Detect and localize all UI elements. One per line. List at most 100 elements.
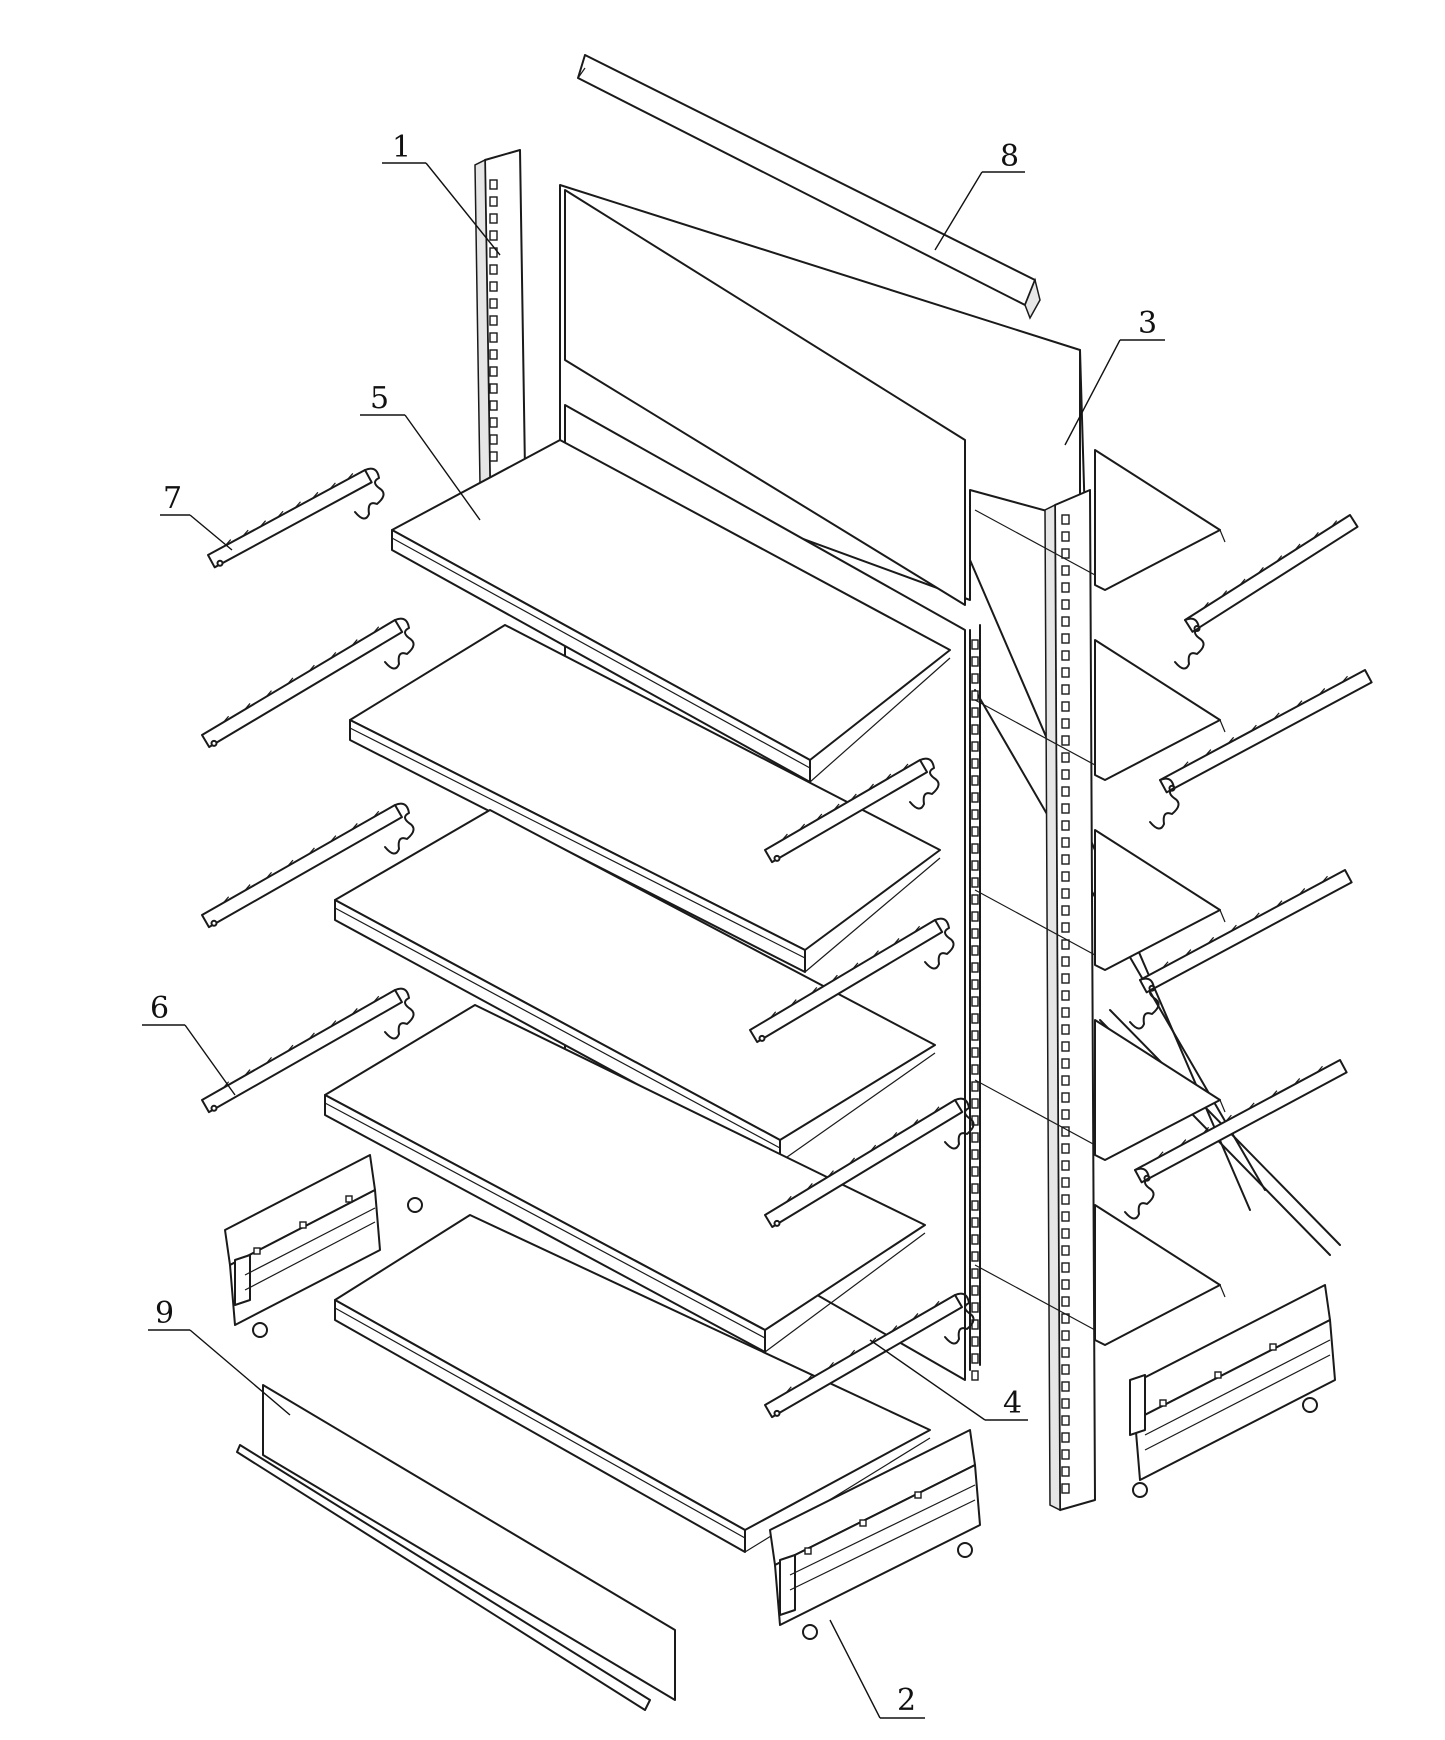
bracket-tooth (1293, 1078, 1301, 1085)
rear-shelf-edge (1219, 1284, 1226, 1298)
bracket-tooth (351, 639, 358, 646)
upright-slot (971, 962, 979, 973)
upright-slot (1061, 1279, 1070, 1290)
shelf-edge (334, 1307, 746, 1539)
right-upright (1044, 489, 1096, 1512)
rear-shelf (1094, 449, 1221, 591)
bracket-hole (216, 559, 224, 567)
upright-slot (1061, 1058, 1070, 1069)
bracket-hook (384, 802, 415, 855)
upright-slot (1061, 1160, 1070, 1171)
upright-slot (1061, 565, 1070, 576)
upright-slot (1061, 1415, 1070, 1426)
rear-shelf (1094, 1019, 1221, 1161)
upright-slot (1061, 1007, 1070, 1018)
bracket-tooth (1182, 761, 1189, 769)
rear-shelf-edge (1219, 909, 1226, 923)
bracket-tooth (1250, 724, 1257, 732)
bracket-tooth (1157, 1151, 1164, 1159)
bracket-hook (1149, 777, 1180, 830)
bracket-tooth (806, 1374, 813, 1381)
bracket-tooth (312, 491, 319, 499)
upright-slot (1061, 888, 1070, 899)
upright-slot (489, 281, 498, 292)
upright-slot (1061, 1041, 1070, 1052)
upright-slot (1061, 1262, 1070, 1273)
bracket-tooth (1316, 1065, 1323, 1073)
base-foot-left (224, 1154, 423, 1338)
bracket-hook (1129, 977, 1160, 1030)
bracket-tooth (1253, 912, 1260, 920)
bracket-tooth (294, 501, 301, 509)
upright-slot (489, 230, 498, 241)
upright-slot (1061, 803, 1070, 814)
upright-slot (971, 656, 979, 667)
rear-shelf (1094, 829, 1221, 971)
upright-slot (971, 1336, 979, 1347)
bracket-tooth (1331, 520, 1338, 528)
upright-slot (1061, 582, 1070, 593)
upright-slot (971, 1013, 979, 1024)
bracket-tooth (242, 529, 249, 537)
bracket-tooth (1202, 1126, 1210, 1134)
upright-slot (971, 894, 979, 905)
bracket-tooth (1162, 961, 1169, 969)
upright-slot (971, 1234, 979, 1245)
bracket-tooth (244, 1069, 251, 1076)
label-1: 1 (392, 130, 411, 165)
bracket-tooth (891, 1325, 898, 1333)
upright-slot (971, 741, 979, 752)
bracket-hole (210, 1104, 218, 1112)
upright-slot (1061, 990, 1070, 1001)
bracket-tooth (790, 999, 797, 1006)
bracket-tooth (330, 835, 337, 843)
label-2: 2 (897, 1683, 916, 1718)
bracket-tooth (347, 473, 354, 480)
bracket-tooth (1180, 1139, 1187, 1146)
bracket-tooth (1227, 736, 1235, 744)
bracket-tooth (1298, 888, 1306, 895)
upright-slot (971, 1353, 979, 1364)
bracket-tooth (1221, 590, 1228, 598)
upright-slot (971, 1098, 979, 1109)
bracket-tooth (852, 962, 859, 970)
label-5: 5 (370, 381, 389, 416)
upright-slot (1061, 718, 1070, 729)
upright-slot (1061, 922, 1070, 933)
bracket-tooth (1312, 531, 1319, 539)
upright-slot (489, 383, 498, 394)
bracket-tooth (265, 871, 272, 879)
bracket-hook (909, 757, 940, 810)
bracket-hole (210, 919, 218, 927)
upright-slot (971, 809, 979, 820)
upright-slot (1061, 1092, 1070, 1103)
upright-slot (1061, 837, 1070, 848)
bracket-tooth (850, 793, 857, 801)
right-brackets (1124, 514, 1373, 1220)
shelf-edge (349, 727, 806, 959)
upright-slot (1061, 667, 1070, 678)
upright-slot (971, 1285, 979, 1296)
upright-slot (971, 979, 979, 990)
bracket-tooth (287, 1044, 294, 1052)
bracket-tooth (870, 1337, 877, 1345)
bracket-hook (1174, 617, 1205, 670)
upright-slot (1061, 752, 1070, 763)
rear-shelf-edge (1219, 719, 1226, 733)
bracket-tooth (893, 938, 900, 945)
bracket-tooth (811, 986, 818, 994)
bracket-tooth (373, 995, 380, 1003)
upright-slot (1061, 1398, 1070, 1409)
upright-slot (971, 877, 979, 888)
upright-slot (489, 332, 498, 343)
upright-slot (1061, 701, 1070, 712)
bracket-hook (384, 987, 415, 1040)
upright-slot (971, 1217, 979, 1228)
bracket-tooth (244, 703, 251, 710)
rear-rail (974, 1264, 1096, 1331)
bracket-tooth (330, 1020, 337, 1028)
bracket-hole (210, 739, 218, 747)
upright-slot (971, 1047, 979, 1058)
upright-slot (971, 860, 979, 871)
